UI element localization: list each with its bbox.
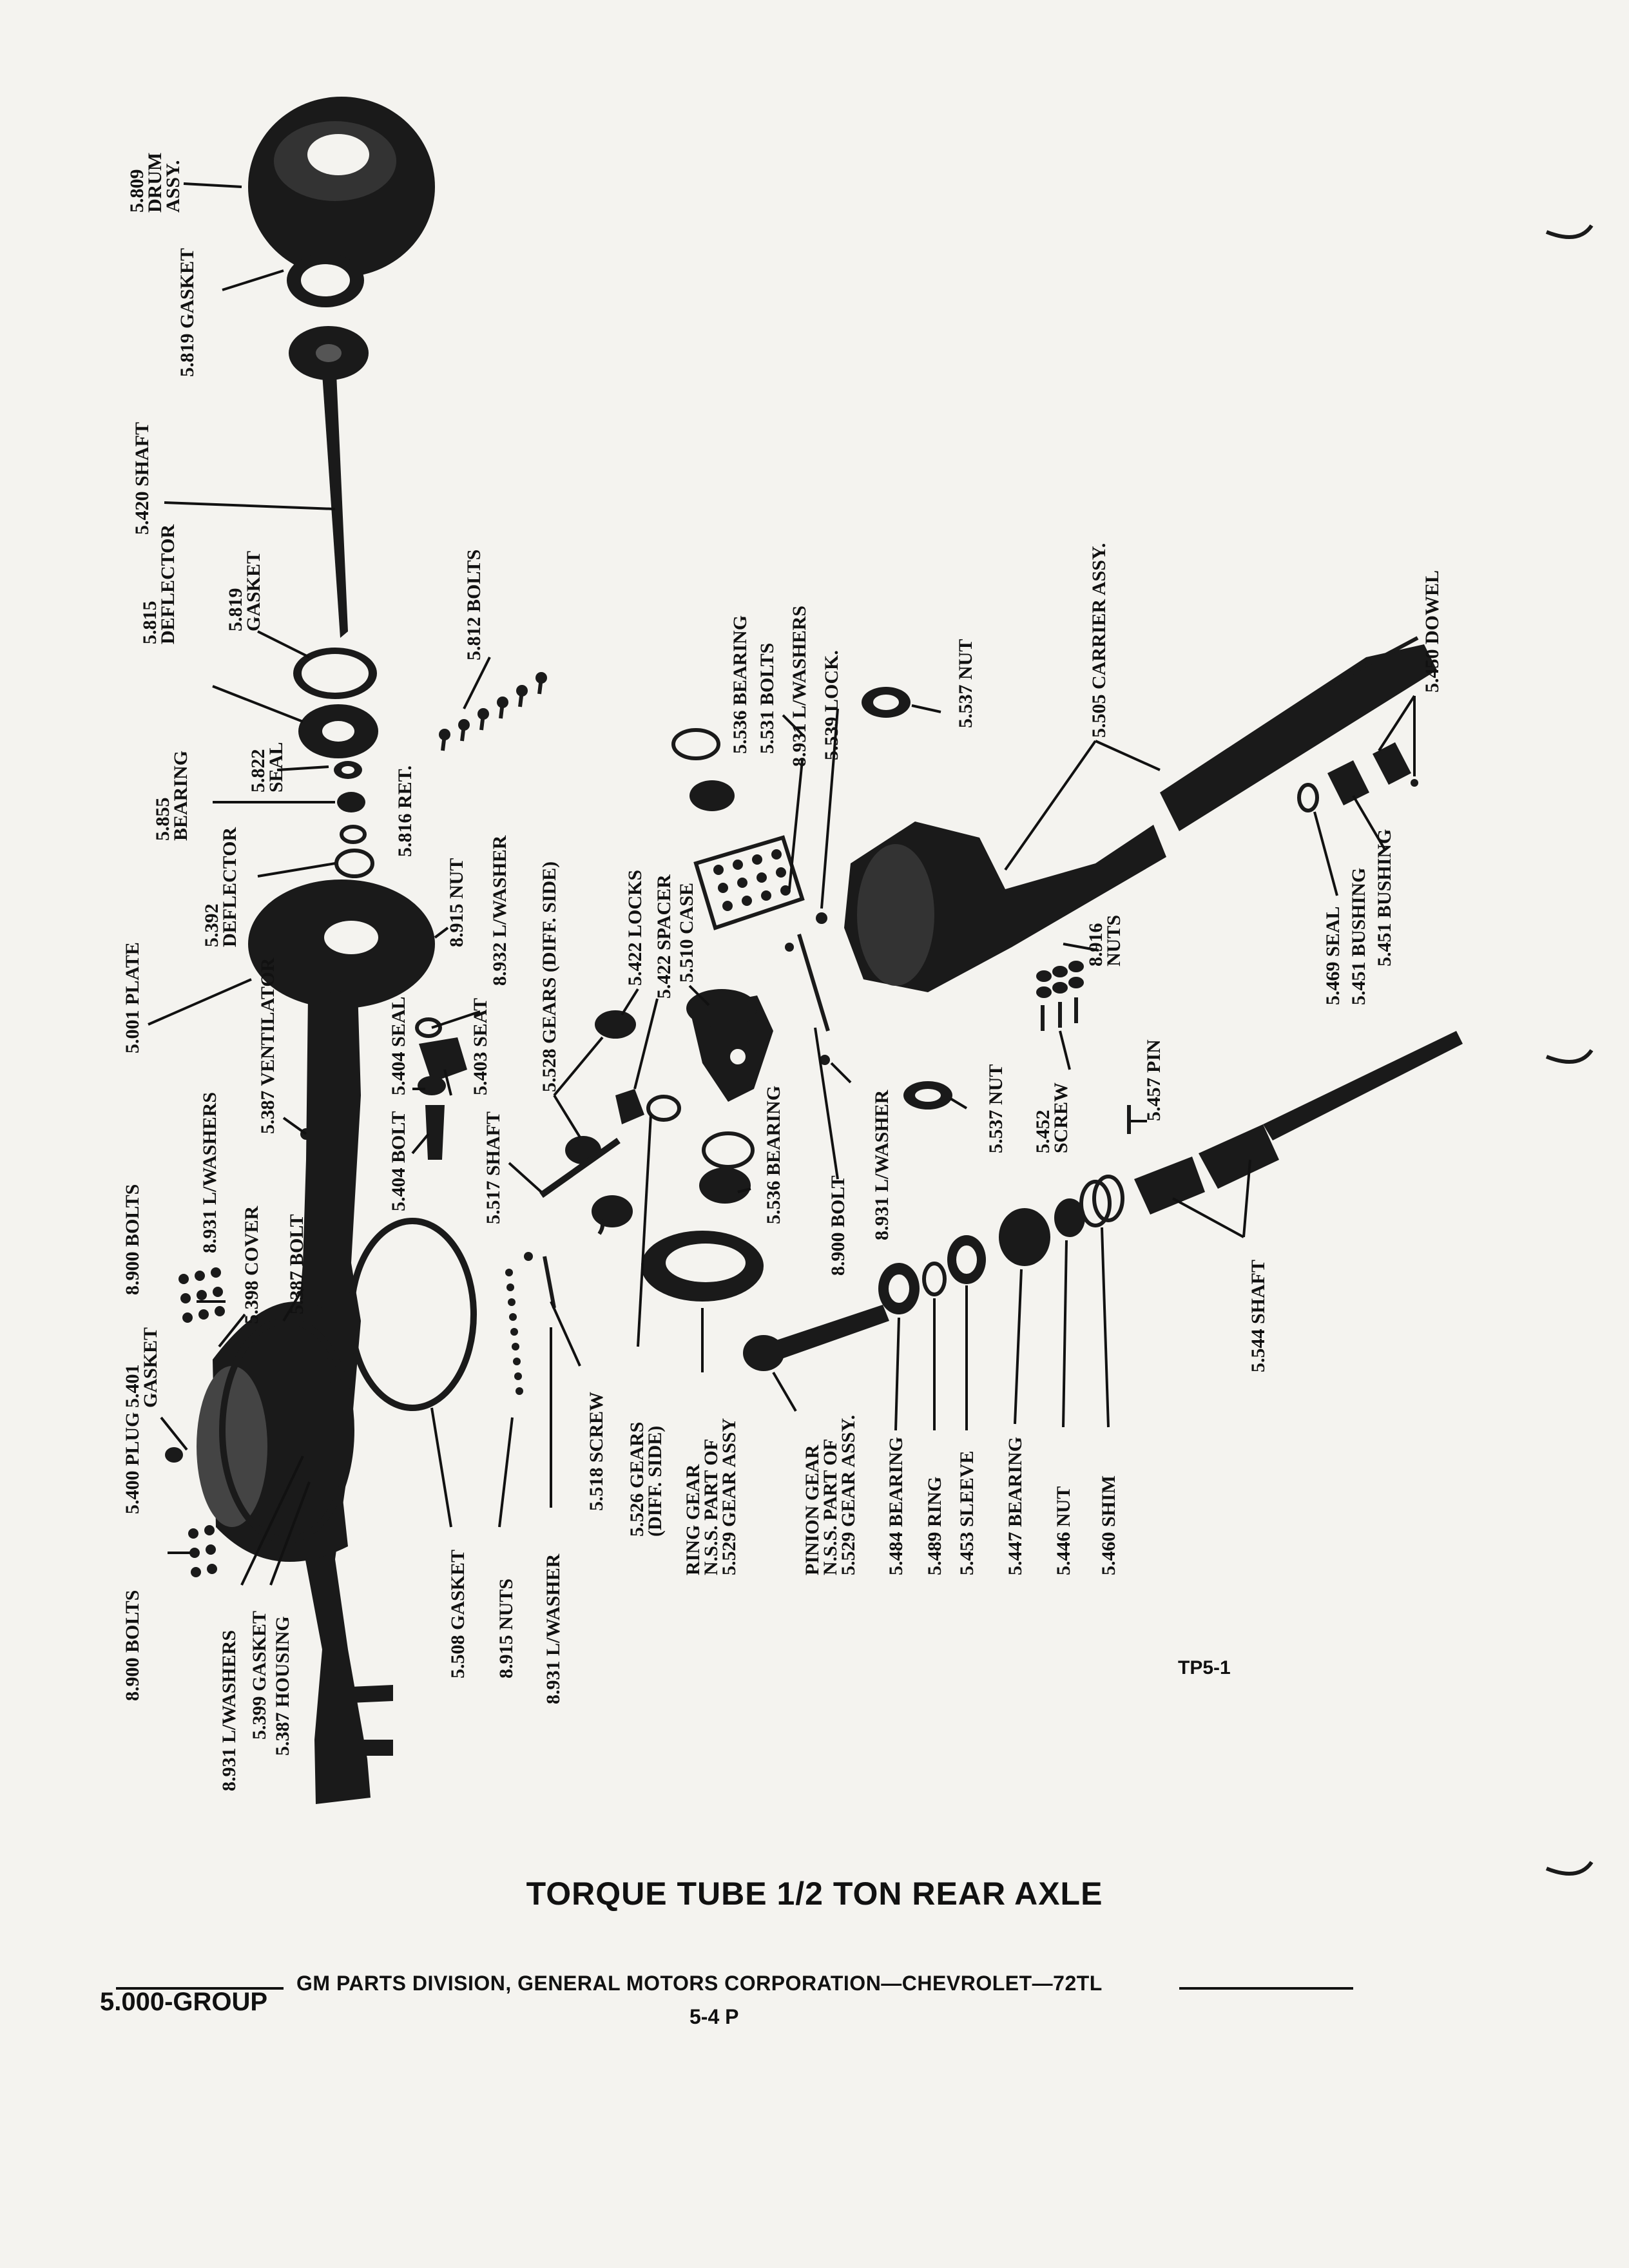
callout-lwasher-8931-bottom: 8.931 L/WASHER	[543, 1553, 564, 1704]
binder-marks	[1545, 224, 1594, 1876]
callout-bolts-8900-top: 8.900 BOLTS	[122, 1184, 143, 1295]
deflector-stack	[293, 648, 378, 878]
callout-nut-8915: 8.915 NUT	[446, 858, 467, 947]
cover-bolts-top	[178, 1267, 225, 1323]
pinion-gear	[743, 1305, 889, 1371]
page-number: 5-4 P	[689, 2005, 739, 2028]
carrier-gasket	[348, 1218, 477, 1411]
footer-rule-right	[1179, 1987, 1353, 1990]
callout-dowel-5450: 5.450 DOWEL	[1422, 570, 1443, 693]
callout-spacer-5422: 5.422 SPACER	[653, 874, 675, 999]
filler-plug	[165, 1447, 183, 1463]
callout-nut-5537-top: 5.537 NUT	[955, 639, 976, 728]
lock-and-bolt	[785, 912, 830, 1065]
callout-nuts-8916: 8.916NUTS	[1085, 915, 1124, 966]
callout-drum-assy: 5.809DRUMASSY.	[126, 153, 184, 213]
callout-gasket-5399: 5.399 GASKET	[249, 1611, 270, 1740]
differential-gears	[524, 1010, 681, 1309]
callout-lwashers-8931-left: 8.931 L/WASHERS	[199, 1092, 220, 1253]
callout-bearing-5447: 5.447 BEARING	[1005, 1437, 1026, 1575]
callout-seal-5404: 5.404 SEAL	[388, 997, 409, 1095]
callout-lwasher-8931-mid: 8.931 L/WASHER	[871, 1090, 892, 1240]
callout-deflector-5815: 5.815DEFLECTOR	[139, 524, 178, 644]
callout-locks-5422: 5.422 LOCKS	[624, 870, 646, 986]
callout-screw-5452: 5.452SCREW	[1032, 1082, 1072, 1153]
callout-nut-5537-low: 5.537 NUT	[985, 1064, 1007, 1153]
group-label: 5.000-GROUP	[100, 1988, 268, 2016]
callout-shaft-5420: 5.420 SHAFT	[131, 422, 153, 535]
callout-pinion-gear: PINION GEARN.S.S. PART OF5.529 GEAR ASSY…	[802, 1415, 859, 1575]
dowel-and-bushings	[1297, 742, 1418, 812]
callout-plate-5001: 5.001 PLATE	[122, 942, 143, 1053]
pinion-bearings	[878, 1175, 1124, 1314]
callout-bolts-8900-bottom: 8.900 BOLTS	[122, 1590, 143, 1701]
callout-deflector-5392: 5.392DEFLECTOR	[201, 827, 240, 947]
carrier-assembly	[844, 636, 1437, 992]
callout-ring-gear: RING GEARN.S.S. PART OF5.529 GEAR ASSY	[682, 1418, 740, 1575]
callout-bolts-5812: 5.812 BOLTS	[463, 550, 485, 660]
callout-lwashers-8931-bottom: 8.931 L/WASHERS	[218, 1630, 240, 1791]
seal-and-seat	[415, 1017, 467, 1160]
callout-gears-5526: 5.526 GEARS(DIFF. SIDE)	[626, 1422, 666, 1537]
callout-bearing-5536-top: 5.536 BEARING	[729, 615, 751, 754]
callout-gasket-5819-top: 5.819 GASKET	[177, 248, 198, 377]
carrier-nuts	[505, 1269, 523, 1395]
brake-drum-assembly	[248, 97, 435, 277]
callout-pin-5457: 5.457 PIN	[1143, 1039, 1164, 1121]
callout-ret-5816: 5.816 RET.	[394, 765, 416, 857]
callout-gasket-5508: 5.508 GASKET	[447, 1550, 468, 1678]
axle-shaft	[289, 326, 369, 638]
callout-bolt-8900: 8.900 BOLT	[827, 1175, 849, 1276]
callout-bolt-5387: 5.387 BOLT	[286, 1214, 307, 1314]
callout-nut-5446: 5.446 NUT	[1053, 1486, 1074, 1575]
callout-bearing-5484: 5.484 BEARING	[885, 1437, 907, 1575]
callout-bolt-5404: 5.404 BOLT	[388, 1111, 409, 1211]
callout-lwasher-8932: 8.932 L/WASHER	[489, 835, 510, 986]
differential-case	[686, 989, 773, 1102]
callout-bolts-5531: 5.531 BOLTS	[757, 643, 778, 754]
figure-code: TP5-1	[1178, 1657, 1231, 1678]
carrier-studs	[1036, 961, 1084, 1031]
cover-bolts-bottom	[188, 1525, 217, 1577]
callout-gears-5528: 5.528 GEARS (DIFF. SIDE)	[539, 861, 560, 1092]
callout-bushing-5451-a: 5.451 BUSHING	[1348, 868, 1369, 1005]
callout-sleeve-5453: 5.453 SLEEVE	[956, 1451, 978, 1575]
callout-bushing-5451-b: 5.451 BUSHING	[1374, 829, 1395, 966]
callout-seal-5822: 5.822SEAL	[247, 742, 287, 793]
callout-housing-5387: 5.387 HOUSING	[272, 1616, 293, 1756]
case-bearings	[671, 728, 755, 1204]
ring-gear	[641, 1231, 764, 1302]
propeller-shaft	[1134, 1031, 1463, 1215]
case-bolts	[693, 835, 805, 930]
footer-rule-left	[116, 1987, 284, 1990]
callout-lock-5539: 5.539 LOCK.	[821, 650, 842, 760]
axle-housing	[197, 989, 393, 1804]
part-callouts: 5.809DRUMASSY. 5.819 GASKET 5.420 SHAFT …	[122, 153, 1443, 1791]
callout-bearing-5536-low: 5.536 BEARING	[763, 1086, 784, 1224]
callout-seal-5469: 5.469 SEAL	[1322, 907, 1344, 1005]
callout-cover-5398: 5.398 COVER	[241, 1206, 262, 1324]
callout-ring-5489: 5.489 RING	[924, 1477, 945, 1575]
backing-plate-bolts	[439, 672, 547, 751]
page-title: TORQUE TUBE 1/2 TON REAR AXLE	[526, 1876, 1103, 1912]
footer-publisher: GM PARTS DIVISION, GENERAL MOTORS CORPOR…	[296, 1972, 1103, 1995]
callout-seat-5403: 5.403 SEAT	[470, 998, 491, 1095]
callout-shaft-5544: 5.544 SHAFT	[1248, 1260, 1269, 1372]
callout-shim-5460: 5.460 SHIM	[1098, 1475, 1119, 1575]
leader-lines	[148, 182, 1416, 1586]
backing-plate	[248, 879, 435, 1008]
callout-nuts-8915: 8.915 NUTS	[496, 1579, 517, 1678]
callout-gasket-5819: 5.819GASKET	[225, 551, 264, 631]
callout-screw-5518: 5.518 SCREW	[586, 1392, 607, 1511]
callout-lwashers-8931-case: 8.931 L/WASHERS	[789, 606, 810, 767]
callout-ventilator-5387: 5.387 VENTILATOR	[257, 957, 278, 1134]
callout-plug-5400: 5.400 PLUG	[122, 1412, 143, 1514]
callout-bearing-5855: 5.855BEARING	[152, 751, 191, 841]
callout-carrier-5505: 5.505 CARRIER ASSY.	[1088, 543, 1110, 738]
callout-gasket-5401: 5.401GASKET	[122, 1327, 161, 1408]
callout-shaft-5517: 5.517 SHAFT	[483, 1111, 504, 1224]
callout-case-5510: 5.510 CASE	[676, 883, 697, 983]
